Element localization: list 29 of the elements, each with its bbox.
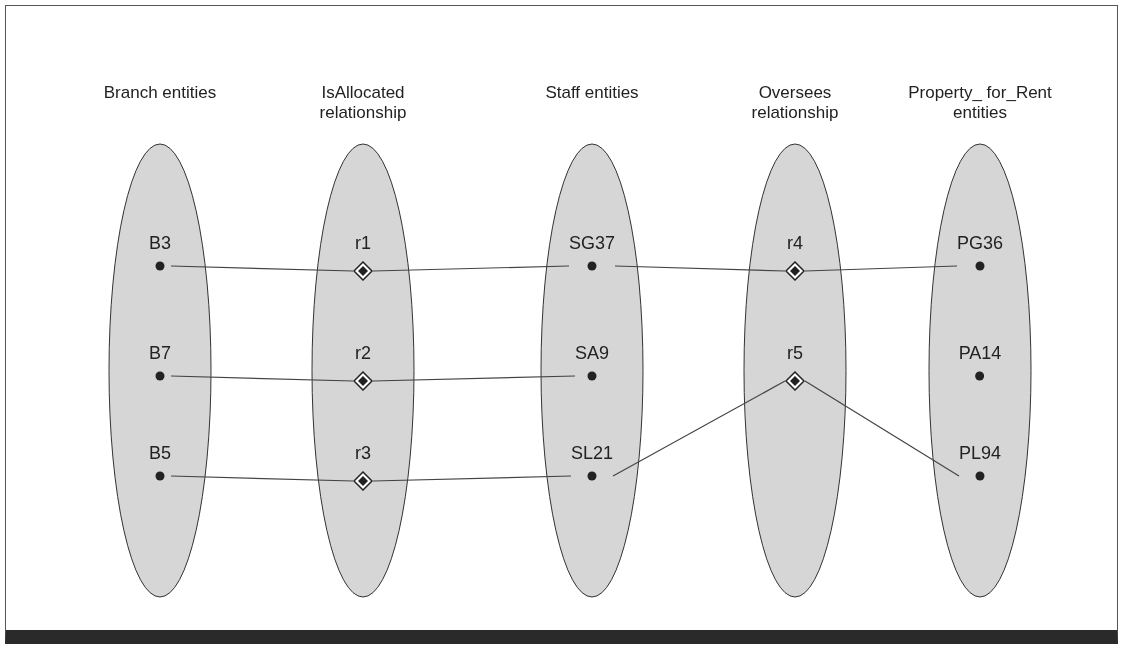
element-label: SG37 <box>569 233 615 253</box>
element-label: r4 <box>787 233 803 253</box>
connector-line <box>612 380 786 477</box>
set-heading: Staff entities <box>544 83 640 103</box>
element-label: B5 <box>149 443 171 463</box>
element-label: r5 <box>787 343 803 363</box>
element-label: PG36 <box>957 233 1003 253</box>
set-heading: IsAllocated relationship <box>318 83 408 123</box>
connector-line <box>372 265 570 272</box>
connector-line <box>804 265 958 272</box>
connector-line <box>804 380 960 477</box>
set-heading: Property_ for_Rent entities <box>907 83 1053 123</box>
element-label: B3 <box>149 233 171 253</box>
element-label: SA9 <box>575 343 609 363</box>
connector-line <box>372 375 576 382</box>
set-heading: Oversees relationship <box>750 83 840 123</box>
connector-line <box>614 265 786 272</box>
element-label: r3 <box>355 443 371 463</box>
connector-line <box>170 375 354 382</box>
set-heading: Branch entities <box>102 83 218 103</box>
element-label: PL94 <box>959 443 1001 463</box>
connector-line <box>170 265 354 272</box>
element-label: r2 <box>355 343 371 363</box>
element-label: r1 <box>355 233 371 253</box>
element-label: B7 <box>149 343 171 363</box>
connector-line <box>170 475 354 482</box>
connector-line <box>372 475 572 482</box>
element-label: PA14 <box>958 343 1002 363</box>
element-label: SL21 <box>571 443 613 463</box>
